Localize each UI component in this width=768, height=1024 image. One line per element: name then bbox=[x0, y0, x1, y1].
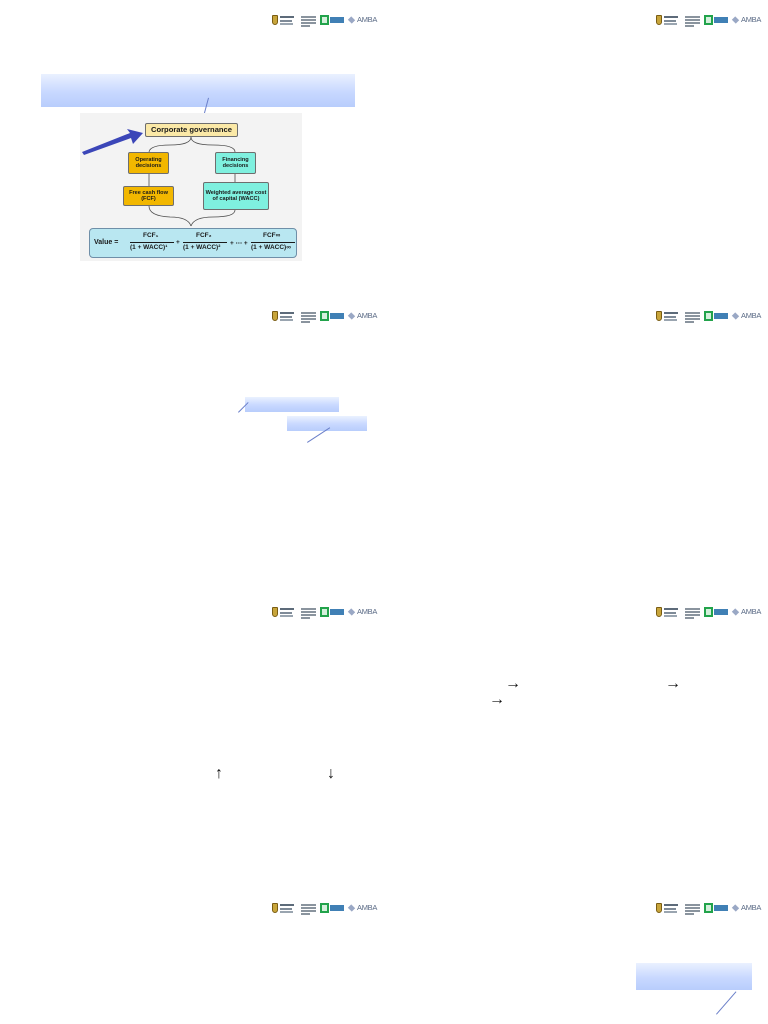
slide-4: AMBA bbox=[384, 296, 768, 592]
aacsb-logo bbox=[320, 903, 344, 914]
amba-logo: AMBA bbox=[347, 15, 377, 26]
business-school-logo bbox=[685, 903, 700, 915]
business-school-logo bbox=[301, 15, 316, 27]
slide-5: AMBA ↑ ↓ bbox=[0, 592, 384, 888]
slide-6: AMBA → → → bbox=[384, 592, 768, 888]
amba-logo: AMBA bbox=[731, 311, 761, 322]
formula-denominator-1: (1 + WACC)¹ bbox=[130, 244, 168, 251]
formula-numerator-n: FCF∞ bbox=[263, 232, 281, 239]
right-arrow-icon: → bbox=[665, 675, 681, 692]
business-school-logo bbox=[685, 311, 700, 323]
formula-plus-1: + bbox=[176, 239, 180, 246]
amba-logo-text: AMBA bbox=[741, 607, 762, 616]
formula-denominator-2: (1 + WACC)² bbox=[183, 244, 221, 251]
logo-strip: AMBA bbox=[656, 309, 761, 325]
formula-denominator-n: (1 + WACC)∞ bbox=[251, 244, 291, 251]
corporate-governance-box: Corporate governance bbox=[145, 123, 238, 137]
business-school-logo bbox=[301, 311, 316, 323]
massey-university-logo bbox=[656, 15, 678, 26]
title-bar-pointer-line bbox=[716, 991, 737, 1015]
formula-ellipsis: + ⋯ + bbox=[230, 240, 248, 247]
highlight-bar bbox=[287, 416, 367, 431]
right-arrow-icon: → bbox=[505, 675, 521, 692]
logo-strip: AMBA bbox=[272, 309, 377, 325]
massey-university-logo bbox=[272, 903, 294, 914]
pointer-arrow-icon bbox=[82, 129, 143, 155]
logo-strip: AMBA bbox=[272, 605, 377, 621]
business-school-logo bbox=[685, 15, 700, 27]
aacsb-logo bbox=[320, 607, 344, 618]
slide-8: AMBA bbox=[384, 888, 768, 1024]
business-school-logo bbox=[301, 607, 316, 619]
aacsb-logo bbox=[704, 903, 728, 914]
slide-1: AMBA Corporate governance Operating deci… bbox=[0, 0, 384, 296]
logo-strip: AMBA bbox=[656, 13, 761, 29]
aacsb-logo bbox=[704, 311, 728, 322]
amba-logo-text: AMBA bbox=[357, 903, 378, 912]
amba-logo-text: AMBA bbox=[741, 903, 762, 912]
formula-numerator-2: FCF₂ bbox=[196, 232, 212, 239]
formula-fraction-line-2 bbox=[183, 242, 227, 243]
amba-logo: AMBA bbox=[347, 311, 377, 322]
operating-decisions-box: Operating decisions bbox=[128, 152, 169, 174]
free-cash-flow-box: Free cash flow (FCF) bbox=[123, 186, 174, 206]
formula-fraction-line-1 bbox=[130, 242, 174, 243]
logo-strip: AMBA bbox=[272, 901, 377, 917]
wacc-box: Weighted average cost of capital (WACC) bbox=[203, 182, 269, 210]
amba-logo-text: AMBA bbox=[357, 311, 378, 320]
logo-strip: AMBA bbox=[656, 605, 761, 621]
massey-university-logo bbox=[272, 311, 294, 322]
aacsb-logo bbox=[704, 607, 728, 618]
aacsb-logo bbox=[704, 15, 728, 26]
slide-3: AMBA bbox=[0, 296, 384, 592]
amba-logo-text: AMBA bbox=[741, 15, 762, 24]
amba-logo: AMBA bbox=[731, 903, 761, 914]
amba-logo-text: AMBA bbox=[357, 607, 378, 616]
massey-university-logo bbox=[656, 903, 678, 914]
slide-title-bar bbox=[41, 74, 355, 107]
amba-logo: AMBA bbox=[347, 903, 377, 914]
massey-university-logo bbox=[272, 607, 294, 618]
amba-logo: AMBA bbox=[731, 607, 761, 618]
amba-logo: AMBA bbox=[347, 607, 377, 618]
financing-decisions-box: Financing decisions bbox=[215, 152, 256, 174]
up-arrow-icon: ↑ bbox=[215, 765, 223, 782]
business-school-logo bbox=[685, 607, 700, 619]
massey-university-logo bbox=[656, 311, 678, 322]
logo-strip: AMBA bbox=[272, 13, 377, 29]
right-arrow-icon: → bbox=[489, 691, 505, 708]
amba-logo-text: AMBA bbox=[741, 311, 762, 320]
highlight-bar bbox=[245, 397, 339, 412]
amba-logo: AMBA bbox=[731, 15, 761, 26]
slide-7: AMBA bbox=[0, 888, 384, 1024]
amba-logo-text: AMBA bbox=[357, 15, 378, 24]
aacsb-logo bbox=[320, 311, 344, 322]
formula-fraction-line-n bbox=[251, 242, 295, 243]
massey-university-logo bbox=[656, 607, 678, 618]
slide-2: AMBA bbox=[384, 0, 768, 296]
formula-value-label: Value = bbox=[94, 239, 119, 246]
aacsb-logo bbox=[320, 15, 344, 26]
massey-university-logo bbox=[272, 15, 294, 26]
business-school-logo bbox=[301, 903, 316, 915]
diagram-connectors bbox=[148, 136, 236, 227]
slide-title-bar bbox=[636, 963, 752, 990]
down-arrow-icon: ↓ bbox=[327, 765, 335, 782]
value-formula: Value = FCF₁ (1 + WACC)¹ + FCF₂ (1 + WAC… bbox=[89, 228, 297, 258]
logo-strip: AMBA bbox=[656, 901, 761, 917]
value-driver-diagram: Corporate governance Operating decisions… bbox=[80, 113, 302, 261]
formula-numerator-1: FCF₁ bbox=[143, 232, 159, 239]
